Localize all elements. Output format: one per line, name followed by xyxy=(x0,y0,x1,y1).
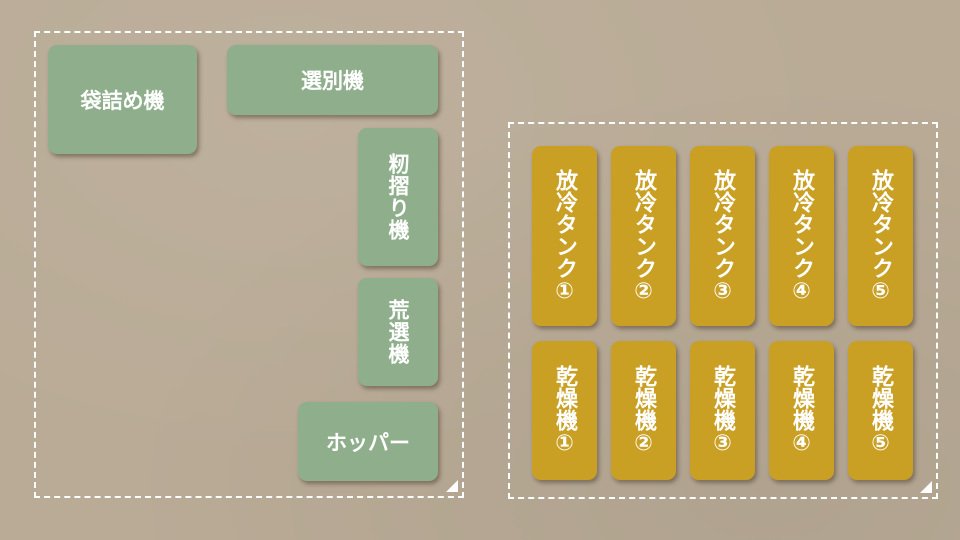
rough-sorter-machine-box[interactable]: 荒選機 xyxy=(358,278,438,386)
cooling-tank-5-box[interactable]: 放冷タンク⑤ xyxy=(848,146,913,326)
dryer-3-box[interactable]: 乾燥機③ xyxy=(690,341,755,480)
sorter-machine-box[interactable]: 選別機 xyxy=(227,45,438,115)
resize-handle-icon xyxy=(920,481,932,493)
cooling-tank-1-box[interactable]: 放冷タンク① xyxy=(532,146,597,326)
cooling-tank-2-box[interactable]: 放冷タンク② xyxy=(611,146,676,326)
cooling-tank-4-box[interactable]: 放冷タンク④ xyxy=(769,146,834,326)
hopper-box[interactable]: ホッパー xyxy=(298,402,438,481)
dryer-4-box[interactable]: 乾燥機④ xyxy=(769,341,834,480)
processing-line-group xyxy=(34,31,464,498)
dryer-1-box[interactable]: 乾燥機① xyxy=(532,341,597,480)
tank-dryer-group xyxy=(508,122,938,499)
resize-handle-icon xyxy=(446,480,458,492)
dryer-5-box[interactable]: 乾燥機⑤ xyxy=(848,341,913,480)
bagging-machine-box[interactable]: 袋詰め機 xyxy=(48,45,197,154)
dryer-2-box[interactable]: 乾燥機② xyxy=(611,341,676,480)
husker-machine-box[interactable]: 籾摺り機 xyxy=(358,128,438,266)
cooling-tank-3-box[interactable]: 放冷タンク③ xyxy=(690,146,755,326)
